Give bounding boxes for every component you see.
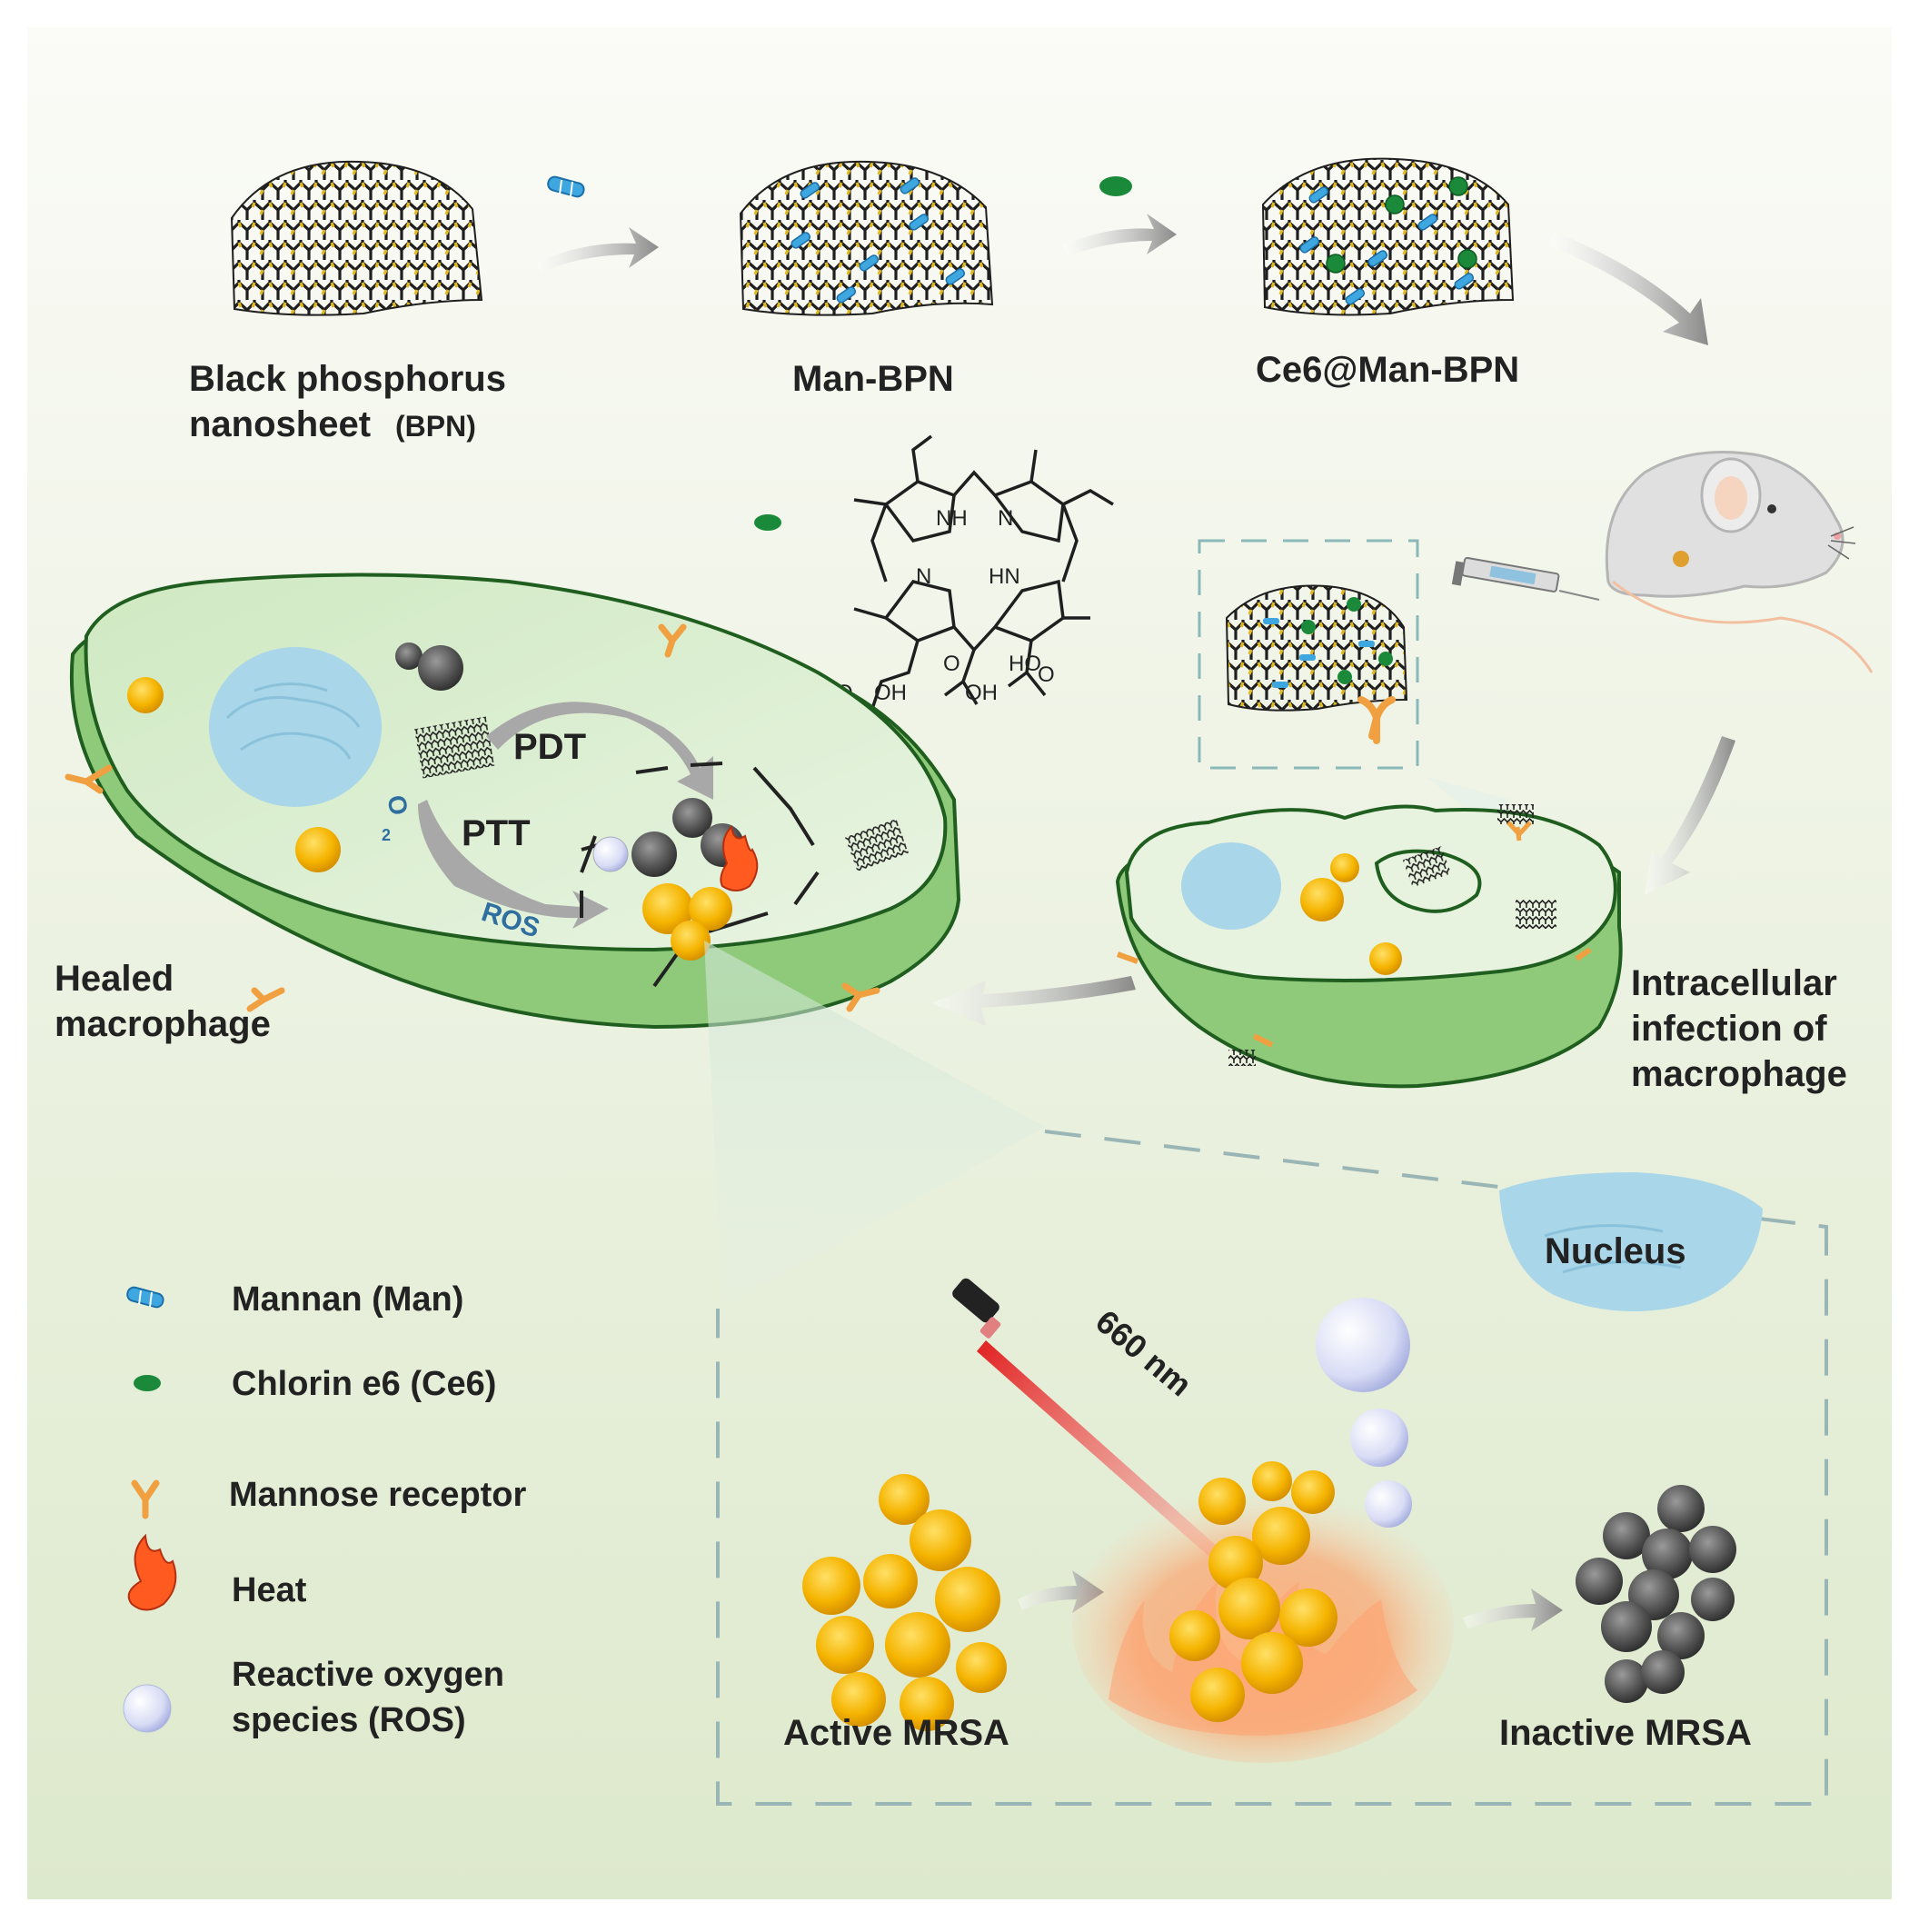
healed-label-line1: Healed bbox=[55, 959, 174, 999]
ros-bubble-large bbox=[1316, 1298, 1410, 1392]
mouse-illustration bbox=[1605, 451, 1874, 673]
mol-hn: HN bbox=[989, 564, 1020, 589]
ros-bubble-medium bbox=[1350, 1409, 1408, 1467]
bpn-label-line2: nanosheet bbox=[189, 404, 371, 444]
zoom-inset-nanosheet bbox=[1225, 584, 1408, 744]
legend-label-mannan: Mannan (Man) bbox=[232, 1280, 463, 1319]
ce6-molecules bbox=[1326, 176, 1477, 274]
nucleus-half bbox=[1499, 1172, 1763, 1311]
mol-o3: O bbox=[1038, 662, 1055, 687]
legend-label-receptor: Mannose receptor bbox=[229, 1476, 527, 1514]
ptt-label: PTT bbox=[462, 813, 531, 853]
mol-oh1: OH bbox=[965, 681, 998, 705]
legend-label-ros-line1: Reactive oxygen bbox=[232, 1656, 504, 1694]
mannan-icon bbox=[126, 1286, 164, 1309]
man-bpn-label: Man-BPN bbox=[792, 359, 954, 399]
arrow-to-mouse bbox=[1549, 232, 1708, 345]
heat-icon bbox=[127, 1533, 177, 1611]
bpn-label-abbr: (BPN) bbox=[395, 410, 476, 443]
healed-macrophage bbox=[65, 573, 961, 1030]
syringe-icon bbox=[1451, 556, 1600, 601]
ce6-man-bpn-label: Ce6@Man-BPN bbox=[1256, 350, 1519, 390]
mol-oh2: OH bbox=[874, 681, 907, 705]
ros-bubble-small bbox=[1365, 1480, 1412, 1528]
mol-n-left: N bbox=[916, 564, 931, 589]
o2-label: O bbox=[383, 793, 413, 818]
mannan-molecules bbox=[790, 177, 966, 304]
infected-label-line1: Intracellular bbox=[1631, 963, 1837, 1003]
mol-ho: HO bbox=[1009, 652, 1041, 676]
bpn-nanosheet bbox=[230, 160, 483, 316]
man-bpn-nanosheet bbox=[739, 160, 994, 316]
ros-icon bbox=[123, 1684, 172, 1733]
mol-n-top: N bbox=[998, 506, 1013, 531]
ce6-man-bpn-nanosheet bbox=[1261, 157, 1515, 316]
infected-macrophage bbox=[1115, 804, 1623, 1089]
mol-nh: NH bbox=[936, 506, 968, 531]
nucleus-label: Nucleus bbox=[1545, 1231, 1686, 1271]
ce6-icon-molecule bbox=[754, 514, 781, 531]
healed-label-line2: macrophage bbox=[55, 1004, 271, 1044]
zoom-inset-box bbox=[1198, 539, 1419, 770]
mannan-icon-step1 bbox=[547, 175, 585, 198]
arrow-heat-to-inactive bbox=[1463, 1588, 1563, 1631]
mol-o1: O bbox=[943, 652, 960, 676]
heat-zone bbox=[1072, 1461, 1454, 1763]
ce6-icon bbox=[134, 1375, 161, 1391]
active-mrsa-label: Active MRSA bbox=[783, 1713, 1009, 1753]
infected-label-line2: infection of bbox=[1631, 1009, 1827, 1049]
ce6-icon-step2 bbox=[1099, 176, 1132, 196]
infected-label-line3: macrophage bbox=[1631, 1054, 1847, 1094]
mannose-receptor-icon bbox=[131, 1479, 160, 1519]
o2-subscript: 2 bbox=[382, 826, 391, 844]
healed-cell-nucleus bbox=[209, 647, 382, 807]
zoom-cone-large bbox=[704, 941, 1045, 1309]
arrow-to-healed-cell bbox=[931, 976, 1136, 1026]
bpn-label-line1: Black phosphorus bbox=[189, 359, 506, 399]
active-mrsa-cluster bbox=[802, 1474, 1007, 1731]
inactive-mrsa-cluster bbox=[1576, 1485, 1736, 1703]
legend: Mannan (Man) Chlorin e6 (Ce6) Mannose re… bbox=[123, 1280, 527, 1739]
infected-cell-nucleus bbox=[1181, 842, 1281, 930]
inactive-mrsa-label: Inactive MRSA bbox=[1499, 1713, 1752, 1753]
legend-label-heat: Heat bbox=[232, 1571, 307, 1609]
arrow-step1 bbox=[536, 227, 659, 273]
pdt-label: PDT bbox=[513, 727, 586, 767]
arrow-step2 bbox=[1063, 214, 1177, 256]
legend-label-ros-line2: species (ROS) bbox=[232, 1701, 466, 1739]
legend-label-ce6: Chlorin e6 (Ce6) bbox=[232, 1365, 496, 1403]
arrow-to-infected-cell bbox=[1645, 736, 1735, 895]
